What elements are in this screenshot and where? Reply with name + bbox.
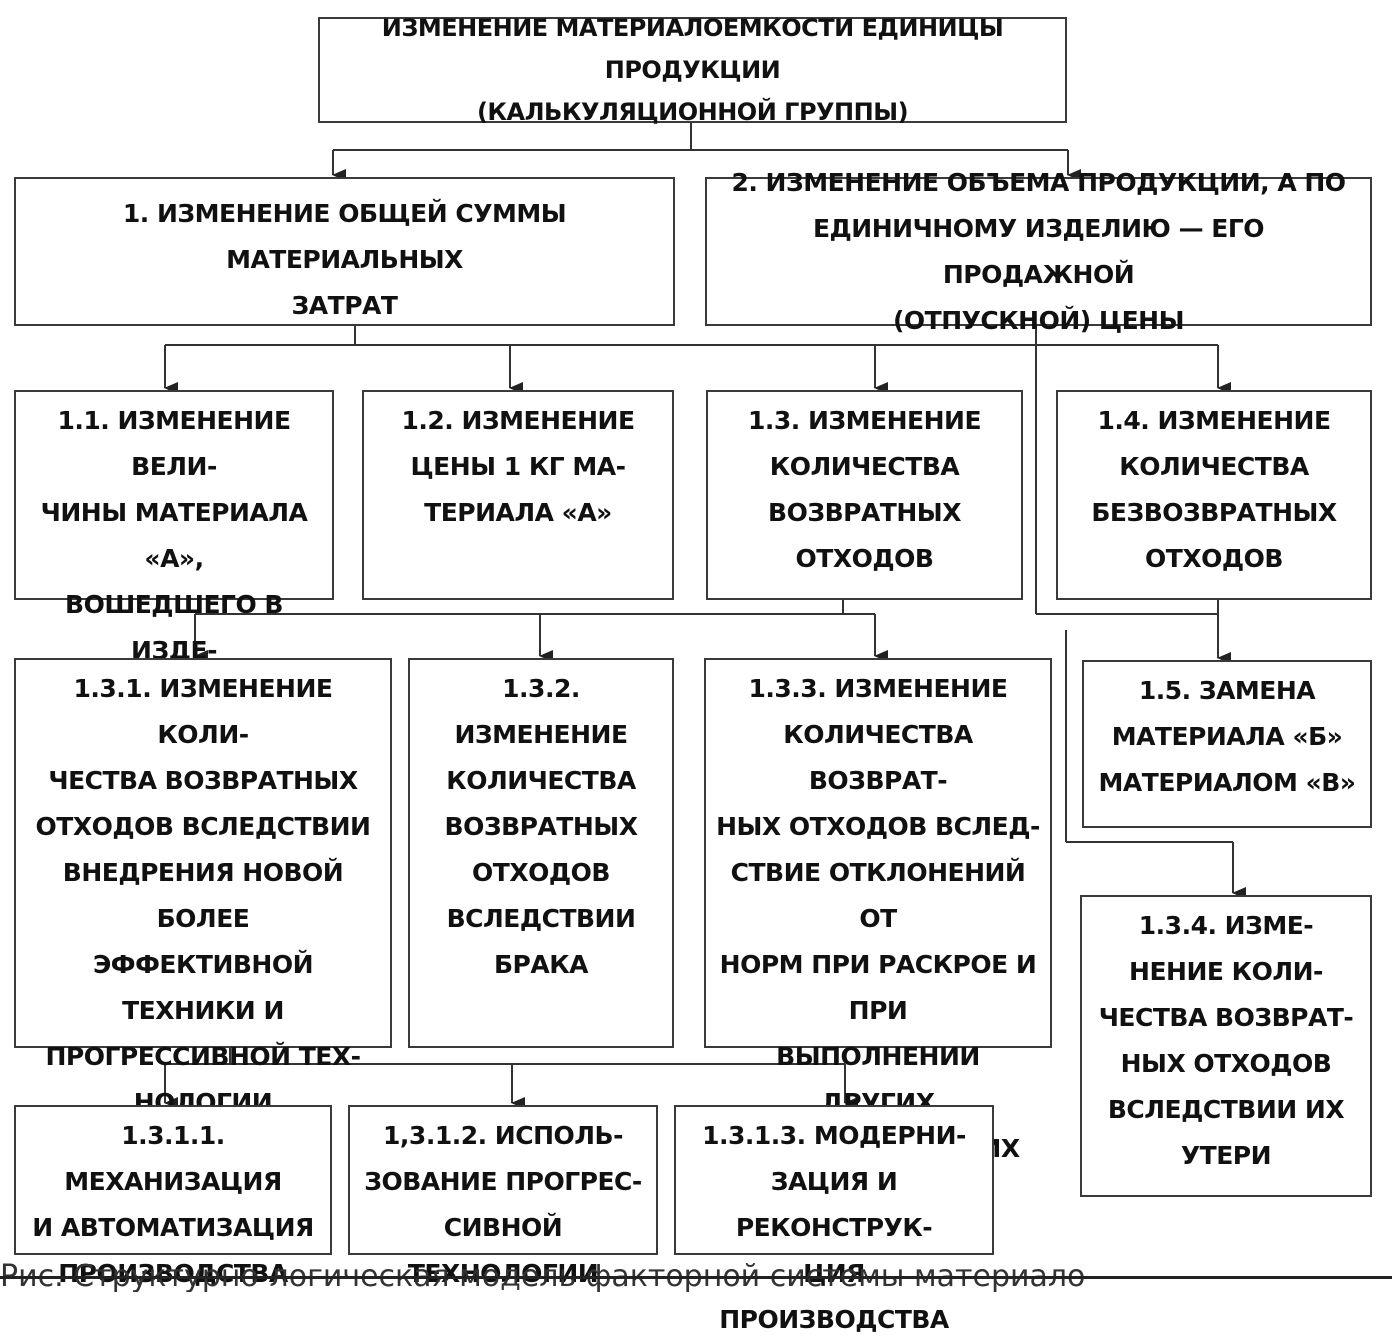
node-1-2: 1.2. Изменение цены 1 кг ма- териала «А» (362, 390, 674, 600)
node-1-3-1-3: 1.3.1.3. Модерни- зация и реконструк- ци… (674, 1105, 994, 1334)
node-1-3-4: 1.3.4. Изме- нение коли- чества возврат-… (1080, 895, 1372, 1197)
node-1-3-3: 1.3.3. Изменение количества возврат- ных… (704, 658, 1052, 1209)
node-1-3-1-2: 1,3.1.2. Исполь- зование прогрес- сивной… (348, 1105, 658, 1288)
factor-diagram: Изменение материалоемкости единицы проду… (0, 14, 1392, 1334)
node-1-5: 1.5. Замена материала «Б» материалом «В» (1082, 660, 1372, 828)
node-2: 2. Изменение объема продукции, а по един… (705, 168, 1372, 335)
node-1-3-2: 1.3.2. Изменение количества возвратных о… (408, 658, 674, 1048)
node-1-3: 1.3. Изменение количества возвратных отх… (706, 390, 1023, 600)
node-1-3-1-1: 1.3.1.1. Механизация и автоматизация про… (14, 1105, 332, 1288)
node-1-4: 1.4. Изменение количества безвозвратных … (1056, 390, 1372, 600)
node-1: 1. Изменение общей суммы материальных за… (14, 177, 675, 326)
node-1-3-1: 1.3.1. Изменение коли- чества возвратных… (14, 658, 392, 1209)
node-root: Изменение материалоемкости единицы проду… (318, 14, 1067, 126)
connector-lines (164, 123, 1246, 1109)
caption-rule (0, 1276, 1392, 1279)
node-1-1: 1.1. Изменение вели- чины материала «А»,… (14, 390, 334, 757)
